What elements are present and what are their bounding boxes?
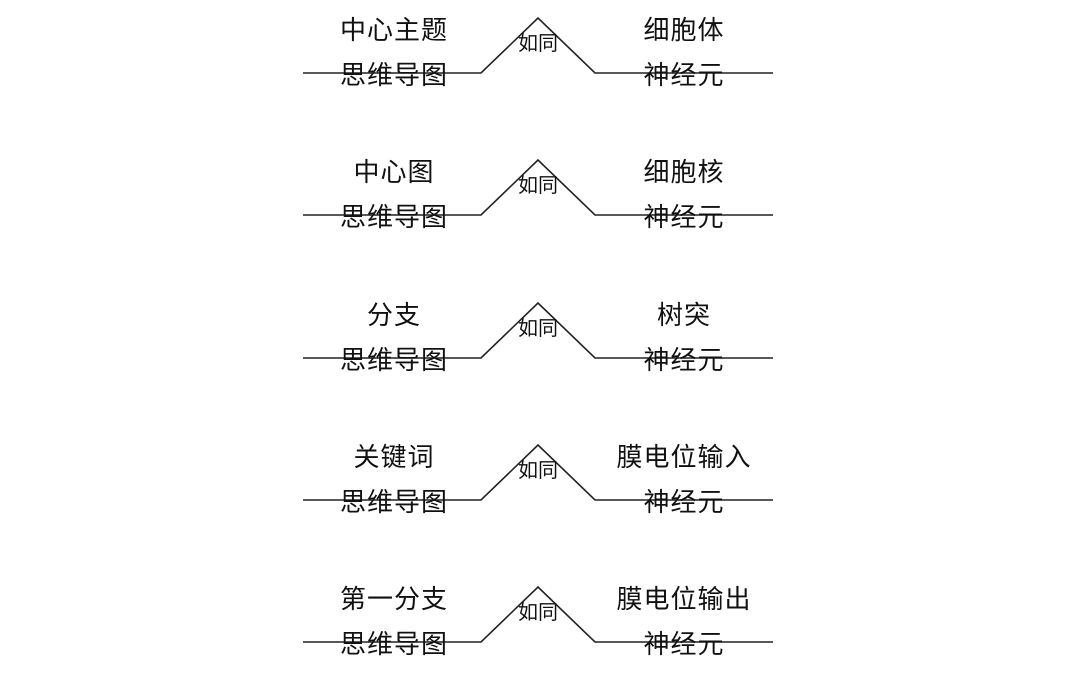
connector-label: 如同 — [518, 600, 558, 624]
neuron-label: 神经元 — [643, 203, 725, 233]
neuron-term: 树突 — [656, 301, 711, 331]
analogy-connector-line — [303, 443, 773, 501]
analogy-row-central-topic: 中心主题 思维导图 如同 细胞体 神经元 — [0, 0, 1080, 120]
mindmap-label: 思维导图 — [339, 488, 448, 518]
neuron-term: 细胞体 — [643, 16, 725, 46]
analogy-connector-line — [303, 158, 773, 216]
neuron-label: 神经元 — [643, 346, 725, 376]
analogy-connector-line — [303, 301, 773, 359]
analogy-row-branch: 分支 思维导图 如同 树突 神经元 — [0, 285, 1080, 405]
neuron-label: 神经元 — [643, 630, 725, 660]
neuron-label: 神经元 — [643, 488, 725, 518]
analogy-row-central-image: 中心图 思维导图 如同 细胞核 神经元 — [0, 142, 1080, 262]
mindmap-term: 分支 — [366, 301, 421, 331]
mindmap-label: 思维导图 — [339, 61, 448, 91]
mindmap-term: 中心图 — [353, 158, 435, 188]
neuron-term: 膜电位输出 — [616, 585, 752, 615]
neuron-label: 神经元 — [643, 61, 725, 91]
mindmap-term: 中心主题 — [339, 16, 448, 46]
connector-label: 如同 — [518, 458, 558, 482]
analogy-connector-line — [303, 585, 773, 643]
mindmap-label: 思维导图 — [339, 203, 448, 233]
mindmap-term: 第一分支 — [339, 585, 448, 615]
analogy-row-first-branch: 第一分支 思维导图 如同 膜电位输出 神经元 — [0, 569, 1080, 689]
neuron-term: 细胞核 — [643, 158, 725, 188]
analogy-connector-line — [303, 16, 773, 74]
mindmap-term: 关键词 — [353, 443, 435, 473]
analogy-row-keyword: 关键词 思维导图 如同 膜电位输入 神经元 — [0, 427, 1080, 547]
mindmap-label: 思维导图 — [339, 346, 448, 376]
mindmap-label: 思维导图 — [339, 630, 448, 660]
neuron-term: 膜电位输入 — [616, 443, 752, 473]
connector-label: 如同 — [518, 316, 558, 340]
connector-label: 如同 — [518, 31, 558, 55]
connector-label: 如同 — [518, 173, 558, 197]
